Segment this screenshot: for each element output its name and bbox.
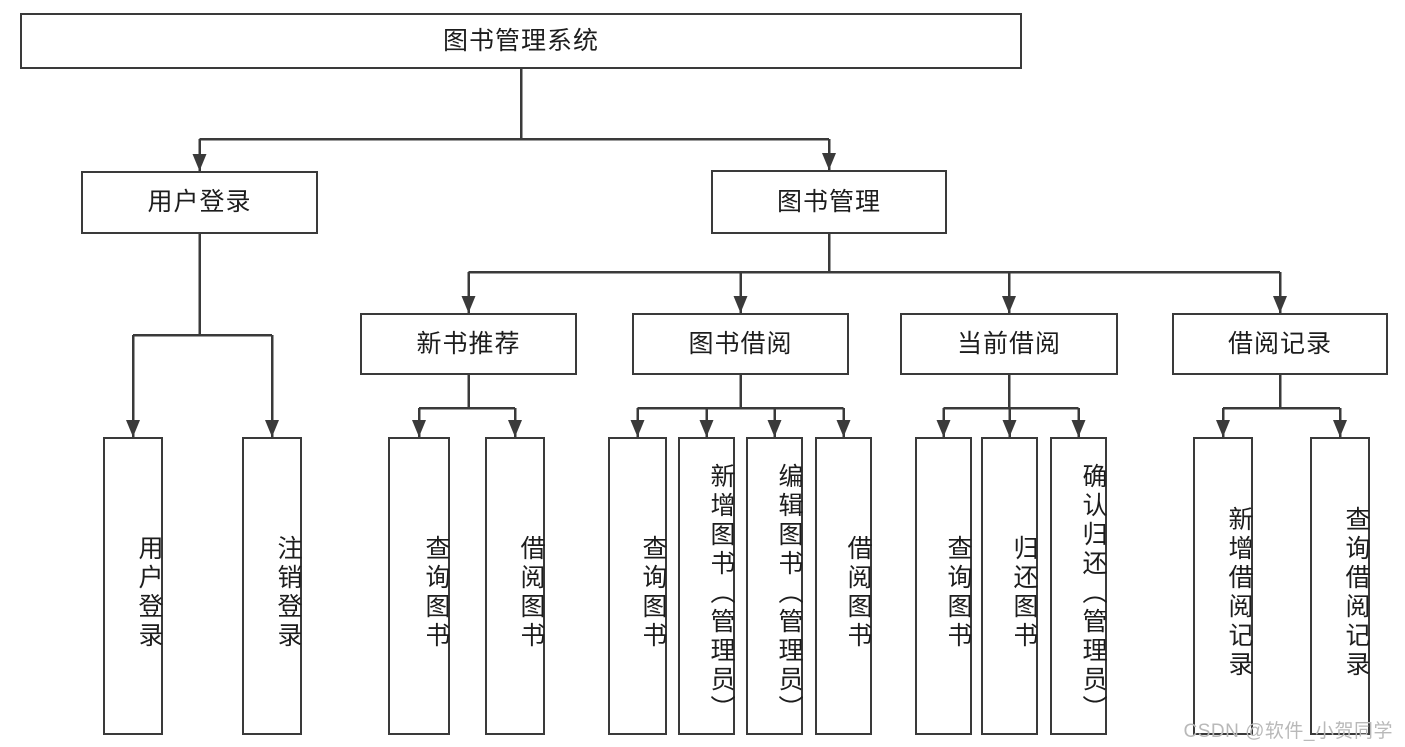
node-root[interactable]: 图书管理系统	[20, 13, 1022, 69]
arrowhead	[630, 420, 645, 437]
arrowhead	[699, 420, 714, 437]
node-label: 编辑图书（管理员）	[775, 462, 803, 724]
arrowhead	[822, 153, 836, 170]
arrowhead	[508, 420, 522, 437]
node-book-borrow[interactable]: 图书借阅	[632, 313, 849, 375]
arrowhead	[126, 420, 140, 437]
node-label: 查询图书	[944, 535, 972, 651]
node-label: 当前借阅	[956, 329, 1061, 358]
node-leaf-bb-query[interactable]: 查询图书	[608, 437, 667, 735]
node-label: 图书借阅	[688, 329, 793, 358]
node-label: 图书管理系统	[442, 26, 599, 55]
node-label: 查询图书	[639, 535, 667, 651]
node-label: 注销登录	[274, 535, 302, 651]
node-label: 新增借阅记录	[1225, 506, 1253, 680]
arrowhead	[1071, 420, 1086, 437]
node-leaf-br-query[interactable]: 查询借阅记录	[1310, 437, 1370, 735]
node-label: 用户登录	[135, 535, 163, 651]
node-label: 借阅图书	[517, 535, 545, 651]
node-leaf-cb-confirm[interactable]: 确认归还（管理员）	[1050, 437, 1107, 735]
arrowhead	[767, 420, 782, 437]
arrowhead	[1333, 420, 1347, 437]
node-leaf-br-add[interactable]: 新增借阅记录	[1193, 437, 1253, 735]
arrowhead	[733, 296, 748, 313]
arrowhead	[412, 420, 426, 437]
node-leaf-rec-query[interactable]: 查询图书	[388, 437, 450, 735]
node-label: 借阅图书	[844, 535, 872, 651]
node-label: 新增图书（管理员）	[707, 462, 735, 724]
arrowhead	[1273, 296, 1287, 313]
node-label: 查询借阅记录	[1342, 506, 1370, 680]
node-label: 确认归还（管理员）	[1079, 462, 1107, 724]
node-leaf-cb-query[interactable]: 查询图书	[915, 437, 972, 735]
node-label: 归还图书	[1010, 535, 1038, 651]
node-user-login[interactable]: 用户登录	[81, 171, 318, 234]
node-leaf-bb-add[interactable]: 新增图书（管理员）	[678, 437, 735, 735]
arrowhead	[1216, 420, 1230, 437]
node-label: 借阅记录	[1227, 329, 1332, 358]
node-leaf-user-login[interactable]: 用户登录	[103, 437, 163, 735]
node-current-borrow[interactable]: 当前借阅	[900, 313, 1118, 375]
node-leaf-rec-borrow[interactable]: 借阅图书	[485, 437, 545, 735]
node-leaf-cb-return[interactable]: 归还图书	[981, 437, 1038, 735]
node-label: 用户登录	[147, 188, 252, 216]
arrowhead	[265, 420, 279, 437]
node-book-manage[interactable]: 图书管理	[711, 170, 947, 234]
node-leaf-bb-borrow[interactable]: 借阅图书	[815, 437, 872, 735]
arrowhead	[192, 154, 207, 171]
arrowhead	[936, 420, 951, 437]
node-leaf-logout[interactable]: 注销登录	[242, 437, 302, 735]
node-new-book-rec[interactable]: 新书推荐	[360, 313, 577, 375]
arrowhead	[1002, 420, 1017, 437]
arrowhead	[836, 420, 851, 437]
node-label: 新书推荐	[416, 329, 521, 358]
node-label: 图书管理	[776, 187, 881, 216]
arrowhead	[1002, 296, 1016, 313]
arrowhead	[461, 296, 476, 313]
node-borrow-record[interactable]: 借阅记录	[1172, 313, 1388, 375]
node-leaf-bb-edit[interactable]: 编辑图书（管理员）	[746, 437, 803, 735]
node-label: 查询图书	[422, 535, 450, 651]
